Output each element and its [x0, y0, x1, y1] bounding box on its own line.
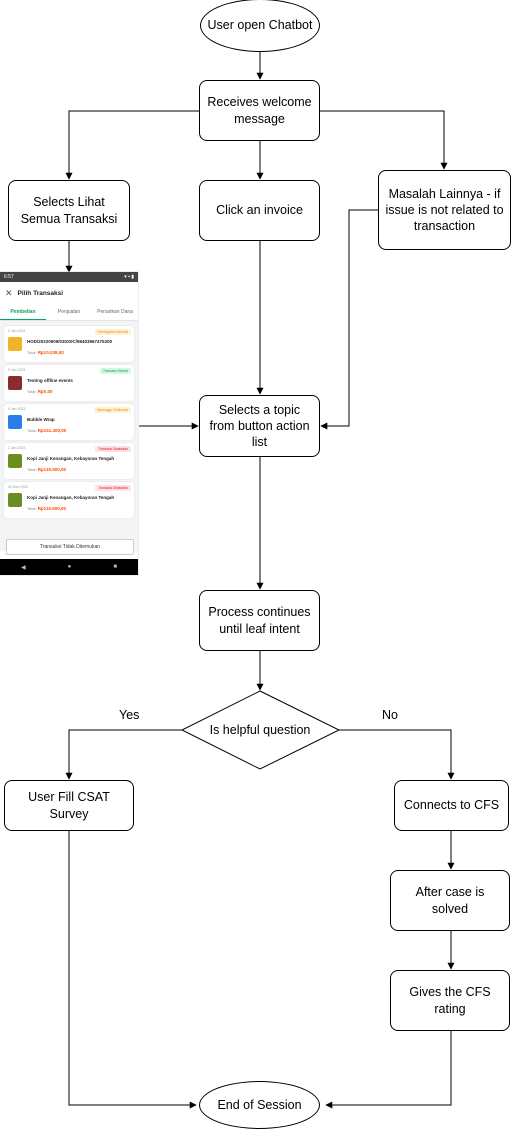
status-time: 6:57	[4, 274, 14, 280]
edge-label-no: No	[382, 708, 398, 722]
transaction-date: 9 Jan 2023	[8, 329, 26, 333]
recents-icon[interactable]: ■	[113, 564, 117, 570]
status-bar: 6:57 ▾ ▪ ▮	[0, 272, 138, 282]
node-connects-cfs: Connects to CFS	[394, 780, 509, 831]
node-case-solved: After case is solved	[390, 870, 510, 931]
home-icon[interactable]: ●	[67, 564, 72, 570]
transaction-total: Total: Rp0,00	[27, 389, 53, 394]
node-process-continues: Process continues until leaf intent	[199, 590, 320, 651]
product-thumbnail	[8, 493, 22, 507]
product-thumbnail	[8, 376, 22, 390]
edge-masalah-topic	[320, 209, 378, 430]
transaction-date: 29 Des 2022	[8, 485, 28, 489]
transaction-date: 2 Jan 2023	[8, 446, 26, 450]
transaction-not-found-button[interactable]: Transaksi Tidak Ditemukan	[6, 539, 134, 555]
status-badge: Transaksi Dibatalkan	[95, 446, 131, 452]
transaction-title: Kopi Janji Kenangan, Kebayoran Tengah	[27, 495, 115, 500]
back-icon[interactable]: ◀	[21, 564, 26, 571]
node-end: End of Session	[199, 1081, 320, 1129]
status-badge: Transaksi Selesai	[99, 368, 131, 374]
tab-pembelian[interactable]: Pembelian	[0, 304, 46, 320]
edge-decision-csat	[65, 729, 182, 780]
status-badge: Pembayaran Berhasil	[94, 329, 131, 335]
edge-decision-cfs	[339, 729, 455, 780]
node-start: User open Chatbot	[200, 0, 320, 52]
transaction-date: 9 Jan 2023	[8, 407, 26, 411]
transaction-total: Total: Rp151.400,00	[27, 428, 67, 433]
transaction-list-screenshot: 6:57 ▾ ▪ ▮ ✕ Pilih Transaksi Pembelian P…	[0, 272, 138, 575]
decision-diamond	[180, 690, 341, 770]
transaction-date: 9 Jan 2023	[8, 368, 26, 372]
transaction-total: Total: Rp110.500,00	[27, 506, 66, 511]
transaction-title: Kopi Janji Kenangan, Kebayoran Tengah	[27, 456, 115, 461]
node-cfs-rating: Gives the CFS rating	[390, 970, 510, 1031]
edge-rating-end	[325, 1031, 452, 1109]
transaction-total: Total: Rp110.500,00	[27, 467, 66, 472]
node-csat: User Fill CSAT Survey	[4, 780, 134, 831]
edge-label-yes: Yes	[119, 708, 140, 722]
node-masalah-lainnya: Masalah Lainnya - if issue is not relate…	[378, 170, 511, 250]
status-badge: Menunggu Konfirmasi	[93, 407, 131, 413]
edge-welcome-masalah	[320, 110, 448, 170]
product-thumbnail	[8, 337, 22, 351]
node-click-invoice: Click an invoice	[199, 180, 320, 241]
transaction-tabs: Pembelian Penjualan Penarikan Dana	[0, 304, 138, 321]
product-thumbnail	[8, 415, 22, 429]
status-badge: Transaksi Dibatalkan	[95, 485, 131, 491]
status-icons: ▾ ▪ ▮	[124, 274, 134, 280]
screen-title: Pilih Transaksi	[17, 289, 64, 297]
transaction-title: Testing offline events	[27, 378, 73, 383]
node-welcome: Receives welcome message	[199, 80, 320, 141]
transaction-title: Bubble Wrap	[27, 417, 55, 422]
product-thumbnail	[8, 454, 22, 468]
android-nav-bar: ◀ ● ■	[0, 559, 138, 575]
tab-penjualan[interactable]: Penjualan	[57, 309, 81, 315]
node-lihat-semua: Selects Lihat Semua Transaksi	[8, 180, 130, 241]
node-decision: Is helpful question	[209, 722, 311, 737]
app-bar: ✕ Pilih Transaksi	[0, 282, 138, 304]
edge-welcome-lihat	[65, 110, 199, 180]
tab-penarikan-dana[interactable]: Penarikan Dana	[97, 309, 133, 315]
node-select-topic: Selects a topic from button action list	[199, 395, 320, 457]
transaction-title: HOD/20220909/030X0C/99403967475200	[27, 339, 113, 344]
close-icon[interactable]: ✕	[5, 287, 13, 298]
transaction-total: Total: Rp10.039,00	[27, 350, 64, 355]
edge-csat-end	[68, 831, 197, 1109]
